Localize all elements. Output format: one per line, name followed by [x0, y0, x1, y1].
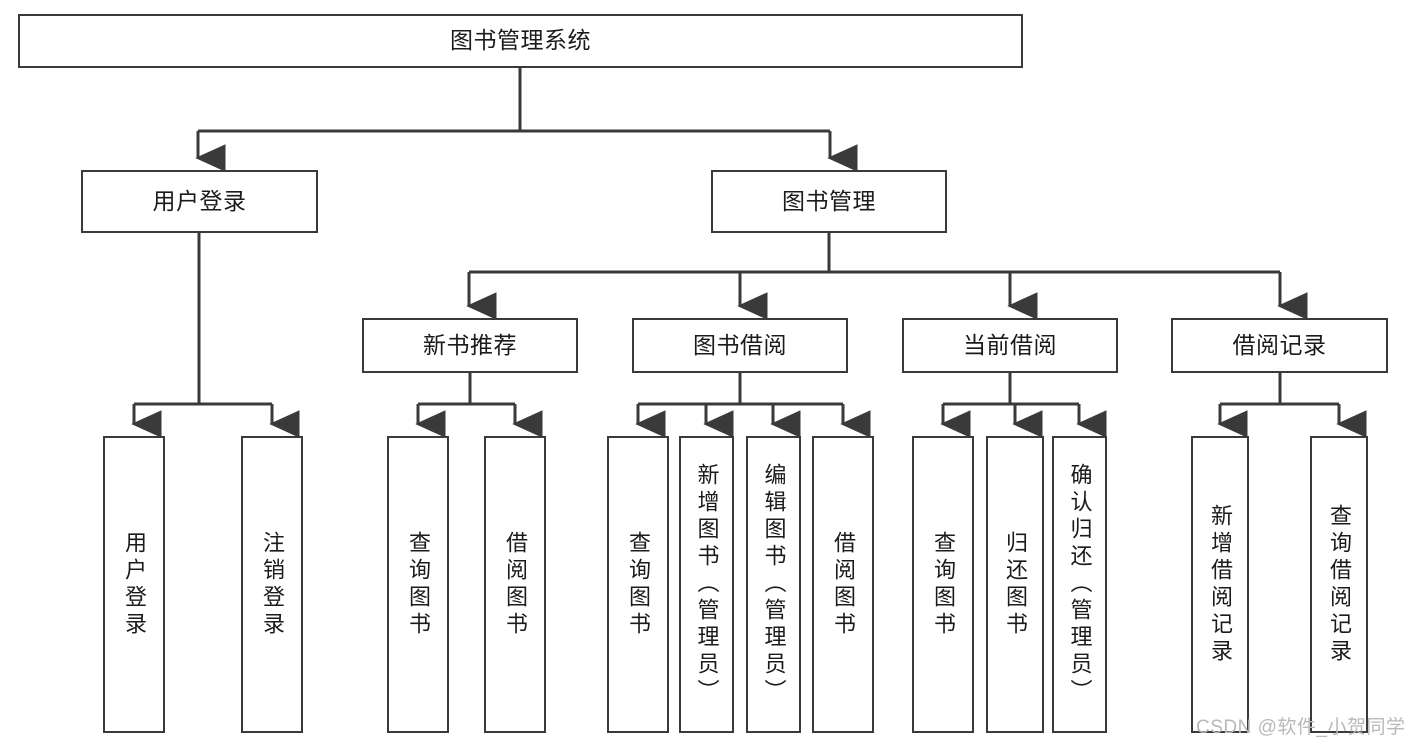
node-label: 图书管理系统 — [450, 27, 591, 54]
node-label: 用户登录 — [152, 187, 247, 214]
node-label: 借阅记录 — [1232, 331, 1327, 358]
node-user-login[interactable]: 用户登录 — [81, 170, 318, 233]
node-root-book-management-system[interactable]: 图书管理系统 — [18, 14, 1023, 68]
node-label: 图书管理 — [782, 187, 876, 214]
edges-book-mgmt-to-level3 — [466, 233, 1308, 320]
edges-new-book-to-leaves — [415, 373, 543, 438]
edges-root-to-level2 — [195, 68, 858, 172]
node-current-borrowing[interactable]: 当前借阅 — [902, 318, 1118, 373]
node-label: 确认归还（管理员） — [1067, 463, 1093, 706]
node-book-borrowing[interactable]: 图书借阅 — [632, 318, 848, 373]
edges-current-borrow-to-leaves — [940, 373, 1107, 438]
node-label: 用户登录 — [122, 530, 147, 639]
node-label: 当前借阅 — [963, 331, 1057, 358]
leaf-query-book-current[interactable]: 查询图书 — [912, 436, 974, 733]
node-label: 图书借阅 — [693, 331, 787, 358]
edges-borrow-record-to-leaves — [1217, 373, 1367, 438]
node-new-book-recommendation[interactable]: 新书推荐 — [362, 318, 578, 373]
edges-book-borrow-to-leaves — [635, 373, 871, 438]
node-label: 编辑图书（管理员） — [761, 463, 787, 706]
node-book-management[interactable]: 图书管理 — [711, 170, 947, 233]
leaf-edit-book-admin[interactable]: 编辑图书（管理员） — [746, 436, 801, 733]
node-label: 借阅图书 — [503, 530, 528, 639]
node-label: 新增图书（管理员） — [694, 463, 720, 706]
node-label: 查询图书 — [626, 530, 651, 639]
leaf-return-book[interactable]: 归还图书 — [986, 436, 1044, 733]
node-label: 新增借阅记录 — [1208, 503, 1233, 666]
edges-user-login-to-leaves — [131, 233, 300, 438]
leaf-query-book-borrowing[interactable]: 查询图书 — [607, 436, 669, 733]
leaf-user-login[interactable]: 用户登录 — [103, 436, 165, 733]
node-label: 借阅图书 — [831, 530, 856, 639]
node-label: 新书推荐 — [423, 331, 517, 358]
node-label: 注销登录 — [260, 530, 285, 639]
leaf-borrow-book-borrowing[interactable]: 借阅图书 — [812, 436, 874, 733]
leaf-query-borrow-record[interactable]: 查询借阅记录 — [1310, 436, 1368, 733]
leaf-add-book-admin[interactable]: 新增图书（管理员） — [679, 436, 734, 733]
node-borrowing-records[interactable]: 借阅记录 — [1171, 318, 1388, 373]
leaf-query-book-newbook[interactable]: 查询图书 — [387, 436, 449, 733]
leaf-borrow-book-newbook[interactable]: 借阅图书 — [484, 436, 546, 733]
leaf-confirm-return-admin[interactable]: 确认归还（管理员） — [1052, 436, 1107, 733]
node-label: 归还图书 — [1003, 530, 1028, 639]
leaf-add-borrow-record[interactable]: 新增借阅记录 — [1191, 436, 1249, 733]
node-label: 查询借阅记录 — [1327, 503, 1352, 666]
leaf-logout[interactable]: 注销登录 — [241, 436, 303, 733]
node-label: 查询图书 — [931, 530, 956, 639]
node-label: 查询图书 — [406, 530, 431, 639]
